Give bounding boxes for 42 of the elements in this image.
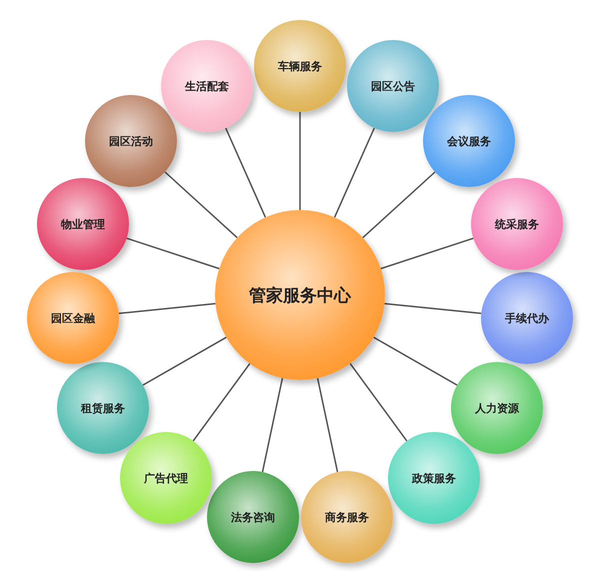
connector-line — [142, 336, 227, 386]
service-circle — [57, 362, 149, 454]
circle-label: 法务咨询 — [231, 510, 275, 524]
service-circle — [423, 95, 515, 187]
service-circle — [388, 432, 480, 524]
circle-label: 政策服务 — [412, 470, 456, 486]
service-circle — [207, 471, 299, 563]
circle-label: 会议服务 — [447, 134, 491, 148]
service-circle — [254, 20, 346, 112]
connector-line — [362, 171, 436, 238]
connector-line — [316, 378, 338, 472]
service-circle — [27, 272, 119, 364]
circle-label: 园区活动 — [109, 134, 153, 148]
connector-line — [126, 238, 220, 270]
connector-line — [380, 238, 474, 270]
connector-line — [299, 112, 301, 210]
service-circle — [120, 432, 212, 524]
circle-label: 人力资源 — [475, 400, 519, 416]
circle-label: 手续代办 — [505, 310, 549, 326]
circle-label: 广告代理 — [144, 470, 188, 486]
connector-line — [384, 302, 482, 314]
service-circle — [481, 272, 573, 364]
connector-line — [262, 378, 284, 472]
service-circle — [451, 362, 543, 454]
circle-label: 物业管理 — [61, 216, 105, 232]
connector-line — [192, 363, 250, 442]
connector-line — [373, 336, 458, 386]
connector-line — [350, 363, 408, 442]
circle-label: 租赁服务 — [81, 400, 125, 416]
service-circle — [301, 471, 393, 563]
circle-label: 园区公告 — [371, 78, 415, 94]
circle-label: 商务服务 — [325, 510, 369, 524]
circle-label: 生活配套 — [185, 78, 229, 94]
circle-label: 园区金融 — [51, 310, 95, 326]
connector-line — [225, 128, 266, 218]
circle-label: 统采服务 — [495, 216, 539, 232]
connector-line — [118, 302, 216, 314]
connector-line — [334, 128, 375, 218]
connector-line — [164, 171, 238, 238]
service-circle — [347, 40, 439, 132]
circle-label: 车辆服务 — [278, 58, 322, 74]
circle-label: 管家服务中心 — [249, 284, 351, 306]
